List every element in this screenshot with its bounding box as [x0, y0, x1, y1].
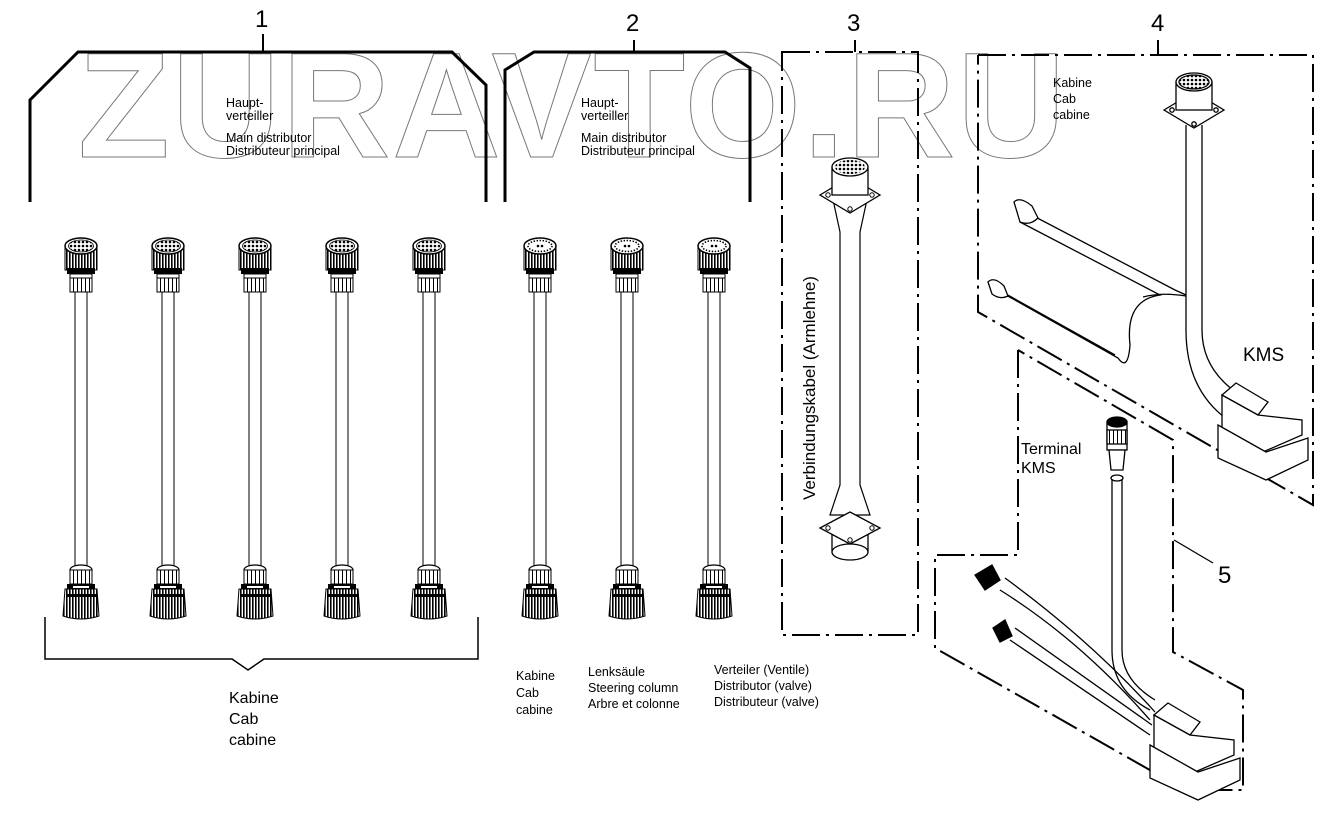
group-3-frame — [781, 51, 919, 636]
armrest-cable-label: Verbindungskabel (Armlehne) — [800, 276, 819, 500]
group-3-number: 3 — [847, 10, 861, 37]
group-1-bracket — [28, 34, 488, 202]
armrest-cable — [818, 157, 882, 561]
group-1-number: 1 — [255, 6, 269, 33]
cable-1a — [62, 237, 100, 620]
group-2-footer-steering: Lenksäule Steering column Arbre et colon… — [588, 665, 680, 711]
cable-1e — [410, 237, 448, 620]
kms-label: KMS — [1243, 345, 1285, 366]
terminal-kms-label: Terminal KMS — [1021, 441, 1082, 477]
group-4-number: 4 — [1151, 10, 1165, 37]
cable-2b — [608, 237, 646, 620]
group-4-frame — [977, 54, 1314, 507]
svg-text:ZURAVTO.RU: ZURAVTO.RU — [78, 21, 1067, 189]
watermark: ZURAVTO.RU — [78, 21, 1067, 190]
group-4-cab-label: Kabine Cab cabine — [1053, 76, 1092, 122]
group-1-header: Haupt- verteiller Main distributor Distr… — [226, 96, 340, 158]
group-2-footer-distributor: Verteiler (Ventile) Distributor (valve) … — [714, 663, 819, 709]
group-2-cables — [521, 237, 733, 620]
group-1-footer: Kabine Cab cabine — [229, 690, 279, 749]
group-2-bracket — [503, 40, 752, 202]
group-2-number: 2 — [626, 10, 640, 37]
group-1-cables — [62, 237, 448, 620]
cable-1c — [236, 237, 274, 620]
cable-1d — [323, 237, 361, 620]
cable-2a — [521, 237, 559, 620]
group-5-number: 5 — [1218, 562, 1232, 589]
group-1-footer-brace — [44, 617, 479, 671]
terminal-kms-cable — [974, 416, 1241, 801]
cable-1b — [149, 237, 187, 620]
cable-2c — [695, 237, 733, 620]
group-2-footer-cab: Kabine Cab cabine — [516, 669, 555, 717]
group-2-header: Haupt- verteiller Main distributor Distr… — [581, 96, 695, 158]
kms-cable-assembly — [987, 72, 1309, 481]
